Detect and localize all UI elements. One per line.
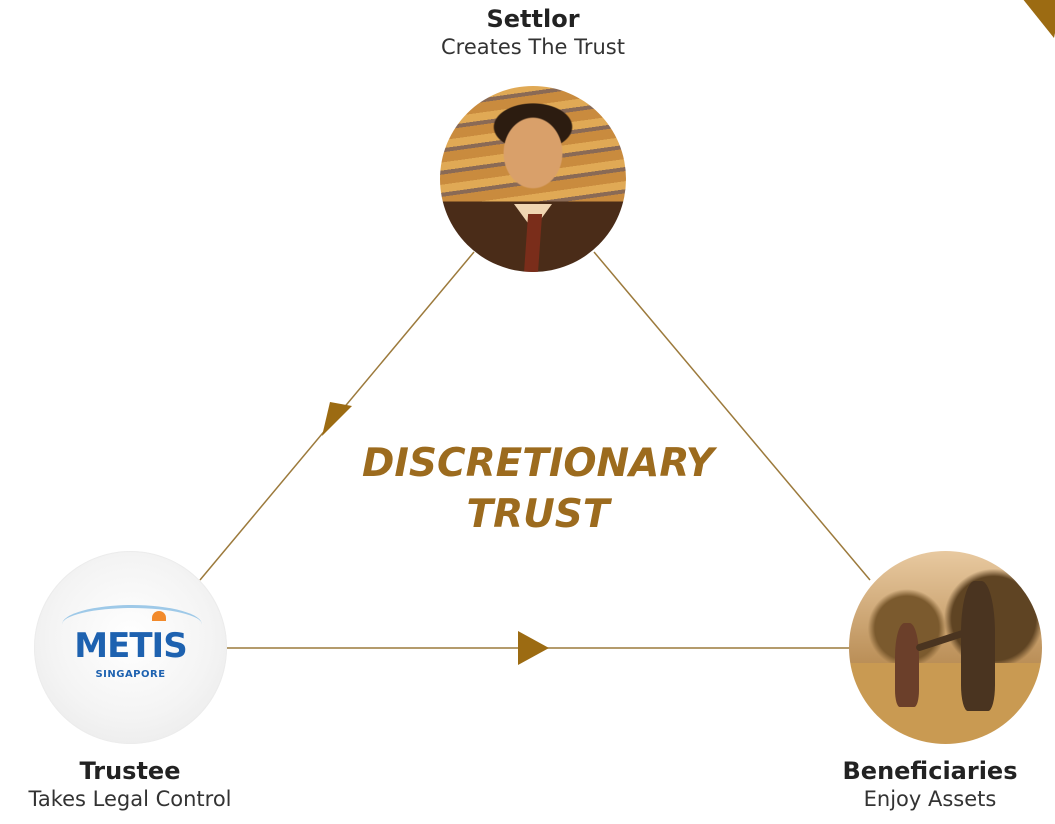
trustee-name: Trustee <box>79 757 181 785</box>
beneficiaries-family-photo <box>849 551 1042 744</box>
beneficiaries-role: Enjoy Assets <box>863 787 997 811</box>
trustee-label: Trustee Takes Legal Control <box>0 756 270 812</box>
settlor-label: Settlor Creates The Trust <box>383 4 683 60</box>
arrow-trustee-to-beneficiaries-icon <box>518 631 549 665</box>
trustee-logo: METIS SINGAPORE <box>34 551 227 744</box>
photo-child-figure <box>895 623 919 707</box>
settlor-portrait-photo <box>440 86 626 272</box>
logo-sun-icon <box>152 611 166 621</box>
settlor-name: Settlor <box>486 5 580 33</box>
connector-settlor-beneficiaries <box>593 251 871 581</box>
logo-arc-icon <box>62 605 202 644</box>
photo-joined-hands <box>915 629 967 652</box>
trustee-role: Takes Legal Control <box>28 787 232 811</box>
beneficiaries-name: Beneficiaries <box>842 757 1018 785</box>
diagram-title-line2: TRUST <box>466 492 610 538</box>
portrait-tie <box>523 214 543 272</box>
corner-decoration-icon <box>1023 0 1055 38</box>
diagram-title-line1: DISCRETIONARY <box>361 441 715 486</box>
diagram-title: DISCRETIONARY TRUST <box>318 438 758 541</box>
logo-subtitle: SINGAPORE <box>95 669 166 680</box>
arrow-settlor-to-trustee-icon <box>322 402 352 436</box>
photo-adult-figure <box>961 581 995 711</box>
logo-wordmark: METIS <box>74 626 187 666</box>
beneficiaries-label: Beneficiaries Enjoy Assets <box>810 756 1050 812</box>
settlor-role: Creates The Trust <box>441 35 625 59</box>
